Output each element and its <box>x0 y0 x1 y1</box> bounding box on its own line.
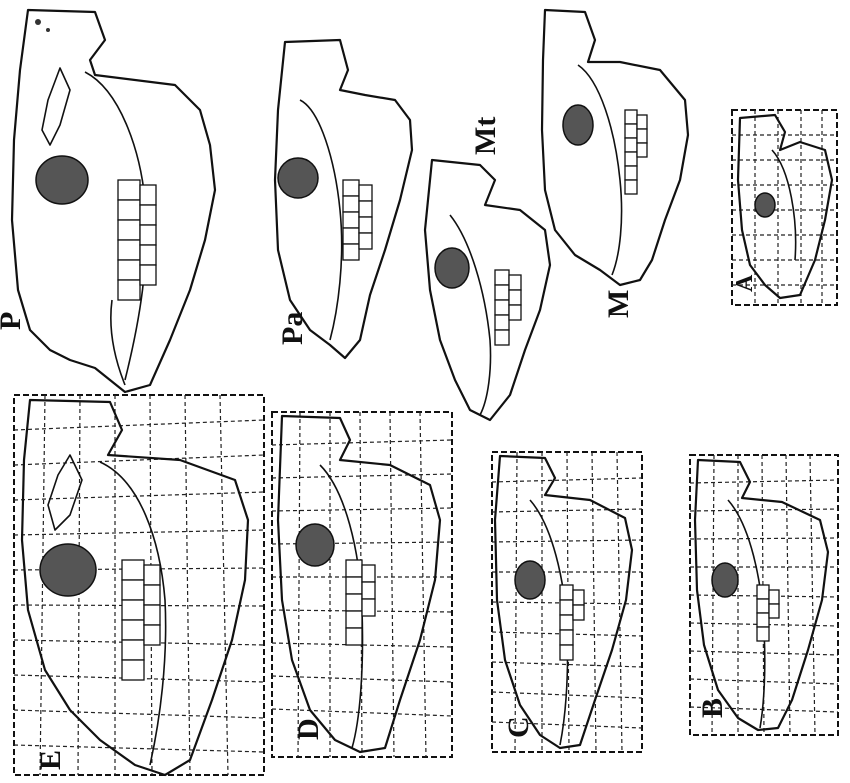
tooth-row-P <box>118 180 156 300</box>
panel-label-P: P <box>0 312 27 330</box>
skull-D: D <box>272 412 452 757</box>
tooth-row-E <box>122 560 160 680</box>
tooth-row-Mt <box>495 270 521 345</box>
tooth-row-M <box>625 110 647 194</box>
panel-label-E: E <box>34 750 67 770</box>
panel-label-B: B <box>696 698 729 718</box>
panel-label-D: D <box>292 718 325 740</box>
skull-C: C <box>492 452 642 752</box>
panel-label-A: A <box>732 274 758 292</box>
skull-Pa: Pa <box>275 40 412 358</box>
skull-Mt: Mt <box>425 117 550 420</box>
panel-label-C: C <box>502 716 535 738</box>
skull-A: A <box>732 110 837 305</box>
skull-M: M <box>542 10 688 318</box>
skull-E: E <box>14 395 264 775</box>
tooth-row-C <box>560 585 584 660</box>
tooth-row-B <box>757 585 779 641</box>
panel-label-M: M <box>602 290 635 318</box>
tooth-row-Pa <box>343 180 372 260</box>
tooth-row-D <box>346 560 375 645</box>
skull-B: B <box>690 455 838 735</box>
panel-label-Mt: Mt <box>469 117 502 155</box>
skull-P: P <box>0 10 215 392</box>
panel-label-Pa: Pa <box>276 312 309 345</box>
